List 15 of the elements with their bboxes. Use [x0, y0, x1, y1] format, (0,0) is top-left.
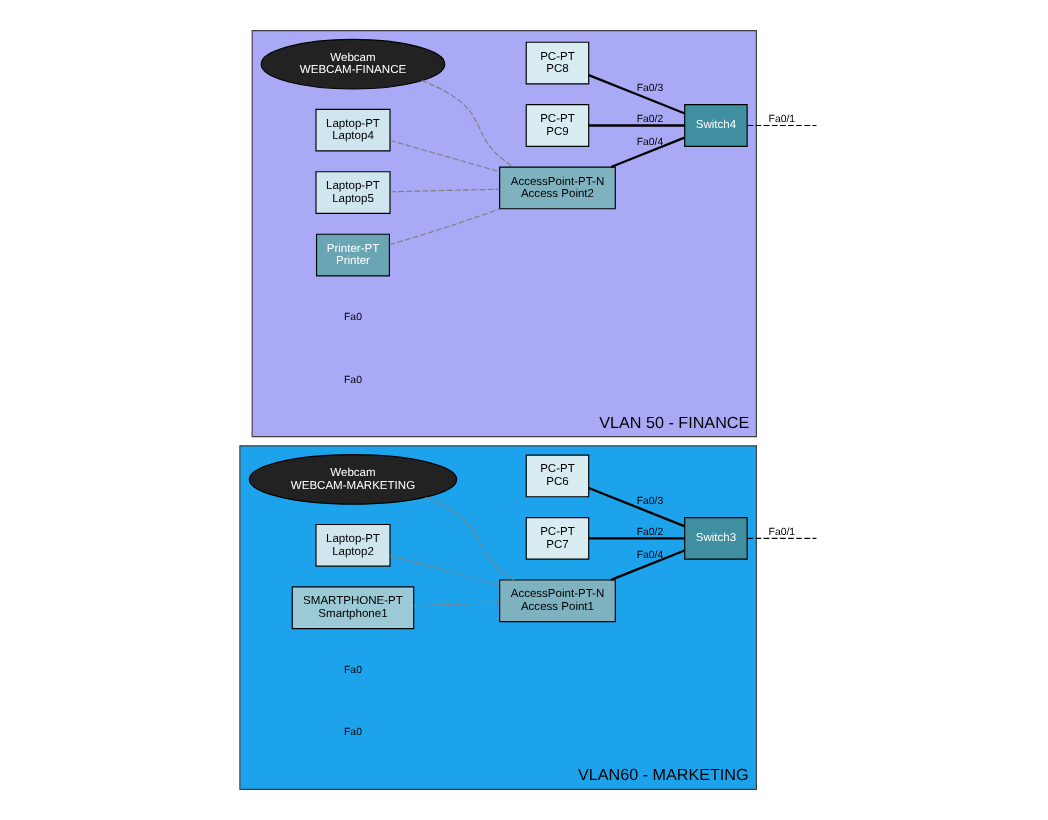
connector [610, 549, 685, 581]
connector [588, 486, 685, 528]
connector [421, 79, 515, 168]
connector [424, 496, 515, 581]
connector [389, 554, 501, 586]
connector [389, 139, 501, 173]
connector [746, 537, 817, 539]
connector [388, 208, 501, 246]
connector [746, 124, 817, 127]
connector [588, 537, 685, 540]
connector [588, 124, 685, 127]
connector [413, 602, 501, 607]
connector [389, 188, 501, 193]
connector [588, 74, 685, 115]
connector [610, 136, 685, 169]
